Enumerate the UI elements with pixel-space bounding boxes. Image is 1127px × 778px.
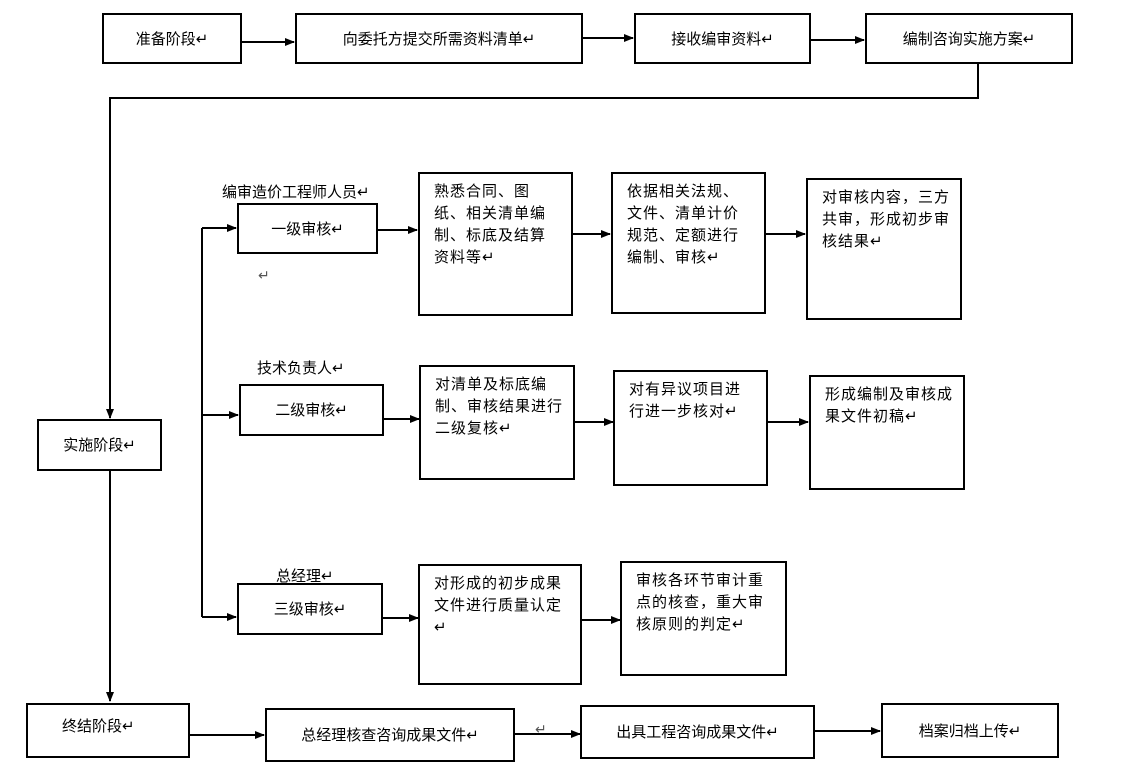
prep-stage-box: 准备阶段↵ [102,13,242,64]
level3-step1-box: 对形成的初步成果文件进行质量认定↵ [418,564,582,685]
receive-materials-box: 接收编审资料↵ [634,13,811,64]
impl-stage-label: 实施阶段↵ [63,436,136,454]
gm-review-box: 总经理核查咨询成果文件↵ [265,708,515,762]
level3-role-label: 总经理↵ [276,567,334,585]
level2-step3-box: 形成编制及审核成果文件初稿↵ [809,375,965,490]
issue-results-box: 出具工程咨询成果文件↵ [580,705,815,759]
level1-role-label: 编审造价工程师人员↵ [222,183,370,201]
issue-results-label: 出具工程咨询成果文件↵ [616,723,779,741]
level1-step2-box: 依据相关法规、文件、清单计价规范、定额进行编制、审核↵ [611,172,766,314]
level3-review-box: 三级审核↵ [237,583,383,635]
level1-review-label: 一级审核↵ [271,219,344,238]
implementation-plan-label: 编制咨询实施方案↵ [902,29,1036,48]
final-stage-label: 终结阶段↵ [62,717,135,735]
level3-step2-box: 审核各环节审计重点的核查，重大审核原则的判定↵ [620,561,787,676]
level1-stray-mark: ↵ [258,268,270,284]
level2-review-label: 二级审核↵ [275,401,348,419]
submit-list-box: 向委托方提交所需资料清单↵ [295,13,583,64]
receive-materials-label: 接收编审资料↵ [671,29,774,48]
connector-plan-to-impl [106,64,979,419]
level1-review-box: 一级审核↵ [237,203,378,254]
level2-step2-box: 对有异议项目进行进一步核对↵ [613,370,768,486]
implementation-plan-box: 编制咨询实施方案↵ [865,13,1073,64]
final-stage-box: 终结阶段↵ [26,703,190,758]
level2-role-label: 技术负责人↵ [257,359,345,377]
level1-step3-box: 对审核内容，三方共审，形成初步审核结果↵ [806,178,962,320]
level2-step1-box: 对清单及标底编制、审核结果进行二级复核↵ [419,365,575,480]
gm-review-label: 总经理核查咨询成果文件↵ [301,726,479,744]
archive-label: 档案归档上传↵ [918,721,1022,740]
level3-review-label: 三级审核↵ [273,600,347,618]
submit-list-label: 向委托方提交所需资料清单↵ [342,29,536,48]
archive-box: 档案归档上传↵ [881,703,1059,758]
final-arrow-mark: ↵ [535,722,547,738]
level1-step1-box: 熟悉合同、图纸、相关清单编制、标底及结算资料等↵ [418,172,573,316]
prep-stage-label: 准备阶段↵ [135,29,209,48]
impl-stage-box: 实施阶段↵ [37,419,162,471]
level2-review-box: 二级审核↵ [239,384,384,436]
